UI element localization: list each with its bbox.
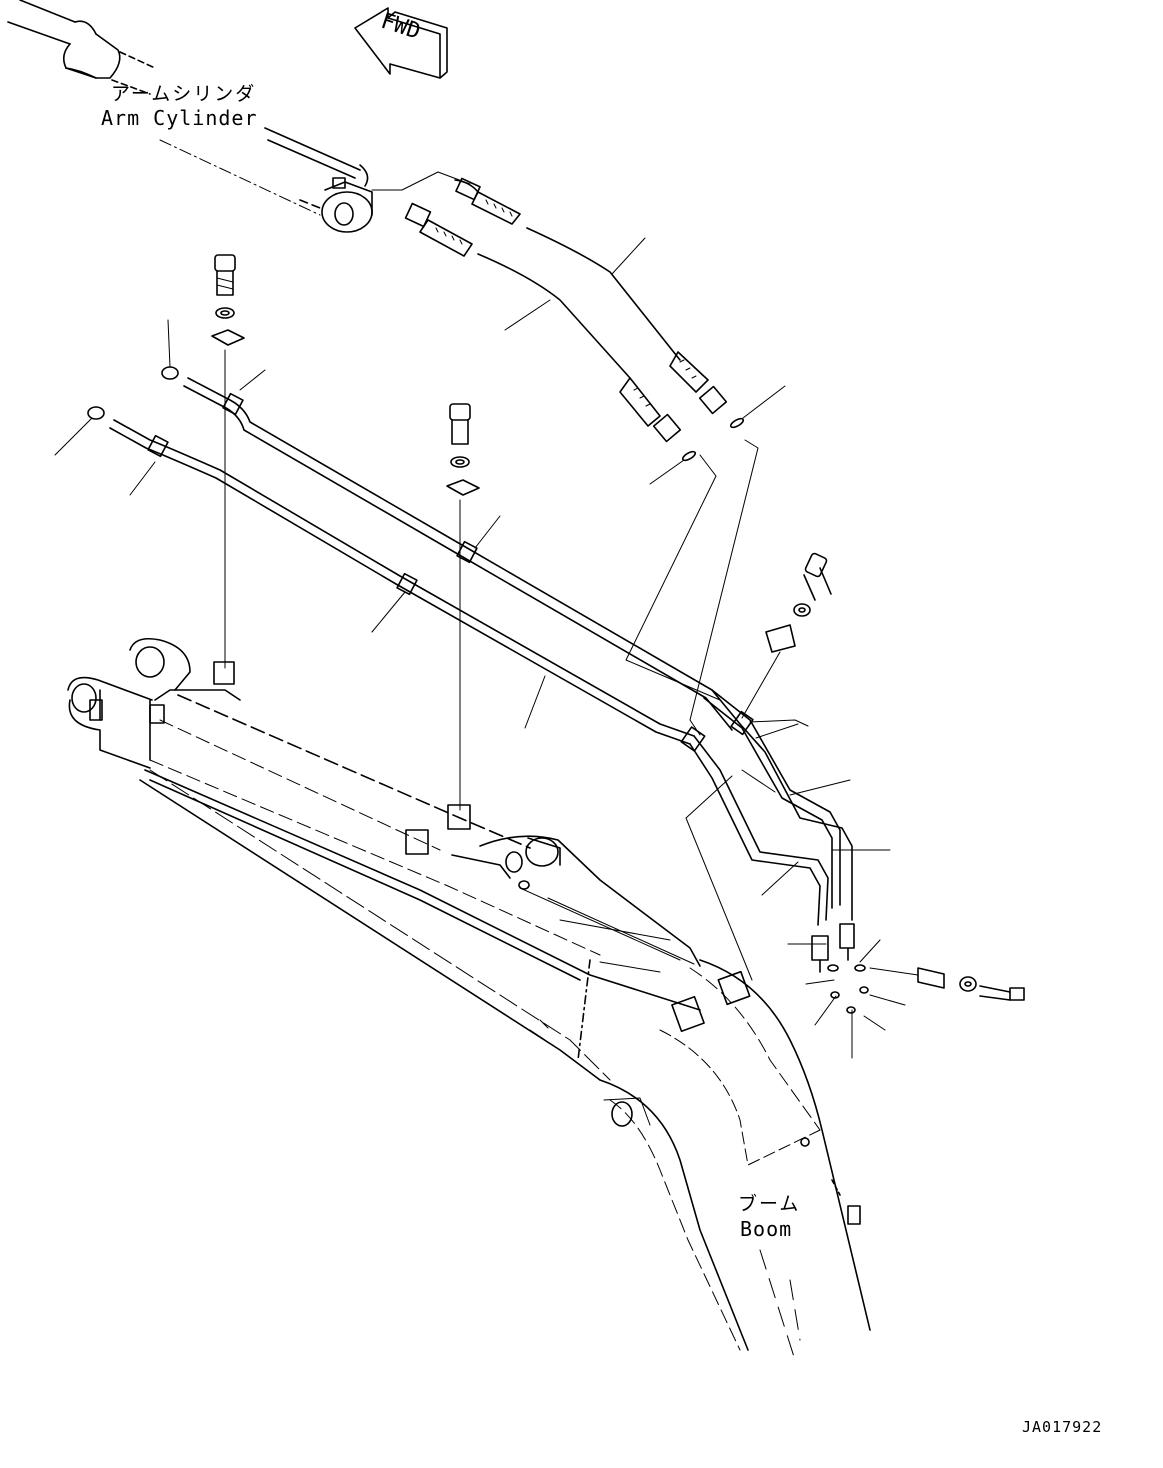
upper-hoses [404,177,786,485]
clamp-set-right [741,552,1025,1001]
arm-cylinder-label-jp: アームシリンダ [111,83,256,105]
steel-tubes [109,369,741,745]
boom-structure [67,637,871,1361]
arm-cylinder-label-en: Arm Cylinder [101,106,258,130]
arm-cylinder [7,0,373,233]
clamp-set-middle [446,403,480,811]
drawing-code: JA017922 [1022,1418,1102,1436]
fwd-arrow-icon: FWD [354,7,448,79]
clamp-set-left [54,254,245,669]
boom-label-jp: ブーム [738,1192,800,1215]
fwd-label: FWD [378,9,424,45]
boom-label-en: Boom [740,1217,792,1241]
tube-bundle [680,689,906,1059]
